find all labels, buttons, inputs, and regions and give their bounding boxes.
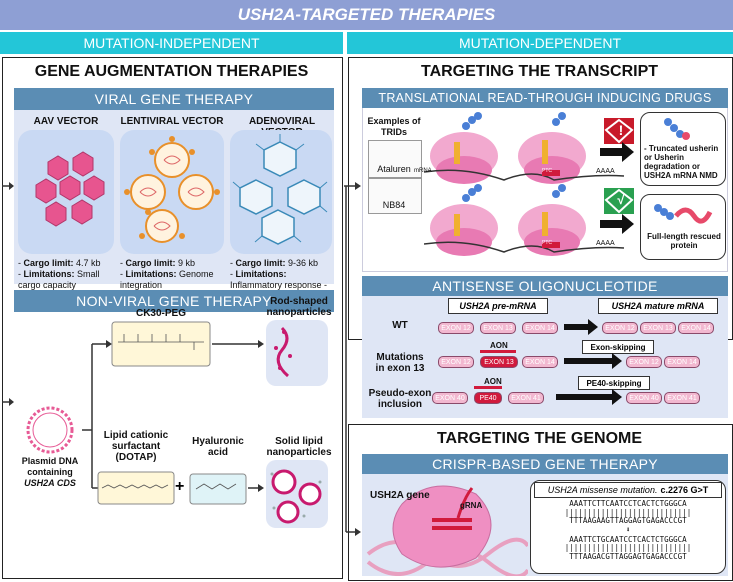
outcome-good-box [640,194,726,260]
nonviral-header: NON-VIRAL GENE THERAPY [14,290,334,312]
pe-exon-c: EXON 41 [508,392,544,404]
nb84-structure [368,178,422,214]
full-protein-icon [654,204,713,224]
seq-top-mutant: AAATTCTTCAATCCTCACTCTGGGCA [569,499,687,508]
lentivirus-icon [124,136,220,243]
warning-icon: ! [618,122,624,138]
seq-bottom-mutant: TTTAAGAAGTTAGGAGTGAGACCCGT [569,516,687,525]
seq-bottom-corrected: TTTAAGACGTTAGGAGTGAGACCCGT [569,551,687,561]
mut-exon-c: EXON 14 [522,356,558,368]
aav-details: - Cargo limit: 4.7 kb- Limitations: Smal… [18,258,101,290]
aav-capsids-icon [35,151,105,227]
mutation-independent-label: MUTATION-INDEPENDENT [83,35,260,51]
ush2a-gene-label: USH2A gene [370,490,430,501]
aaaa-label-2: AAAA [596,240,615,247]
ataluren-label: Ataluren [377,164,411,174]
truncated-protein-icon [664,118,690,140]
pe-exon-a: EXON 40 [432,392,468,404]
lentiviral-title: LENTIVIRAL VECTOR [120,116,224,127]
ataluren-structure [368,140,422,178]
ck30-label: CK30-PEG [135,308,186,319]
sequence-block: AAATTCTTCAATCCTCACTCTGGGCA |||||||||||||… [540,499,716,561]
mutation-dependent-banner: MUTATION-DEPENDENT [347,32,733,54]
outcome-bad-box [640,112,726,186]
wt-mature-a: EXON 12 [602,322,638,334]
left-edge-arrows-icon [2,182,14,406]
seq-bars-2: |||||||||||||||||||||||||||| [564,543,692,552]
ptc-label-2: PTC [542,240,552,246]
crispr-header: CRISPR-BASED GENE THERAPY [362,454,728,474]
plus-sign: + [175,478,185,495]
wt-exon-b: EXON 13 [480,322,516,334]
mutation-independent-banner: MUTATION-INDEPENDENT [0,32,343,54]
adenovirus-icon [232,134,328,245]
aon-strand-2 [474,386,502,389]
transcript-title: TARGETING THE TRANSCRIPT [420,63,659,80]
seq-top-corrected: AAATTCTGCAATCCTCACTCTGGGCA [569,534,687,544]
checkmark-icon: √ [617,192,625,207]
aon-label-1: AON [490,341,508,350]
pe-exon-b: PE40 [474,392,502,404]
grna-label: gRNA [460,501,483,510]
ribosome-diagram-icon [424,112,634,256]
right-connector-arrows-icon [344,182,361,536]
pe-mature-b: EXON 41 [664,392,700,404]
crispr-diagram-icon [366,485,528,576]
aav-title: AAV VECTOR [33,116,99,127]
aon-arrows-icon [556,319,622,405]
mut-exon-b: EXON 13 [480,356,518,368]
down-arrow-icon: ⬇ [625,524,631,534]
lentiviral-details: - Cargo limit: 9 kb- Limitations: Genome… [120,258,214,290]
outcome-good-text: Full-length rescued protein [647,232,721,250]
wt-exon-a: EXON 12 [438,322,474,334]
mutation-dependent-label: MUTATION-DEPENDENT [458,35,622,51]
main-title: USH2A-TARGETED THERAPIES [237,5,496,24]
genome-title: TARGETING THE GENOME [436,430,643,447]
aaaa-label-1: AAAA [596,168,615,175]
aon-header: ANTISENSE OLIGONUCLEOTIDE [362,276,728,296]
pe40-skipping-tag: PE40-skipping [578,376,650,390]
mutation-code: c.2276 G>T [660,485,709,495]
seq-bars-1: |||||||||||||||||||||||||||| [564,507,692,517]
pe-mature-a: EXON 40 [626,392,662,404]
mut-exon-a: EXON 12 [438,356,474,368]
nonviral-diagram-icon [26,320,328,528]
wt-label: WT [392,320,408,331]
trid-header: TRANSLATIONAL READ-THROUGH INDUCING DRUG… [362,88,728,108]
mrna-label: mRNA [414,168,432,174]
aon-label-2: AON [484,377,502,386]
exon-skipping-tag: Exon-skipping [582,340,654,354]
mature-mrna-label: USH2A mature mRNA [598,298,718,314]
mut-mature-b: EXON 14 [664,356,700,368]
viral-header: VIRAL GENE THERAPY [14,88,334,110]
wt-mature-b: EXON 13 [640,322,676,334]
gene-augmentation-title: GENE AUGMENTATION THERAPIES [34,63,309,80]
ptc-label-1: PTC [542,168,552,174]
mutation-title: USH2A missense mutation. [547,485,658,495]
pre-mrna-label: USH2A pre-mRNA [448,298,548,314]
mutation-title-box: USH2A missense mutation.c.2276 G>T [534,482,722,498]
wt-exon-c: EXON 14 [522,322,558,334]
aon-strand-1 [480,350,516,353]
wt-mature-c: EXON 14 [678,322,714,334]
outcome-bad-text: - Truncated usherin or Usherin degradati… [644,144,719,180]
mut-mature-a: EXON 12 [626,356,662,368]
nb84-label: NB84 [382,200,406,210]
main-title-banner: USH2A-TARGETED THERAPIES [0,0,733,30]
